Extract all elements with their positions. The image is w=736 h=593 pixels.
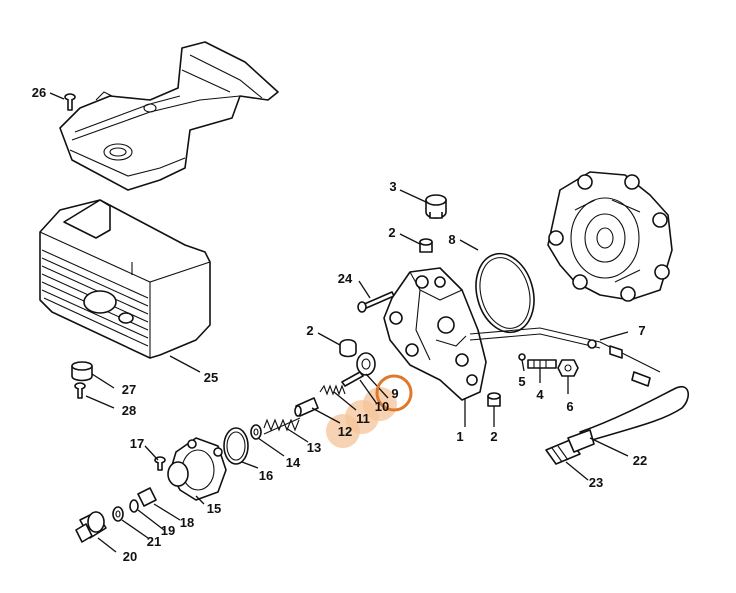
screw-28 <box>74 382 86 399</box>
callout-10[interactable]: 10 <box>375 399 389 414</box>
ball-5 <box>518 353 526 361</box>
rubber-mount-27 <box>71 361 93 382</box>
callout-5[interactable]: 5 <box>518 374 525 389</box>
washer-14 <box>250 424 262 440</box>
callout-25[interactable]: 25 <box>204 370 218 385</box>
top-cover-part <box>59 41 279 191</box>
callout-14[interactable]: 14 <box>286 455 301 470</box>
callout-20[interactable]: 20 <box>123 549 137 564</box>
spring-11 <box>319 384 346 396</box>
callout-26[interactable]: 26 <box>32 85 46 100</box>
callout-21[interactable]: 21 <box>147 534 161 549</box>
callout-4[interactable]: 4 <box>536 387 544 402</box>
valve-4 <box>527 359 557 369</box>
spring-13 <box>263 417 301 435</box>
callout-7[interactable]: 7 <box>638 323 645 338</box>
callout-19[interactable]: 19 <box>161 523 175 538</box>
sleeve-2-bottom <box>487 392 501 407</box>
valve-seat-9 <box>356 352 376 376</box>
high-pressure-hose-22 <box>579 385 689 441</box>
motor-flange-housing <box>547 171 673 302</box>
pump-housing-1 <box>383 267 487 401</box>
callout-2-bottom[interactable]: 2 <box>490 429 497 444</box>
callout-16[interactable]: 16 <box>259 468 273 483</box>
callout-1[interactable]: 1 <box>456 429 463 444</box>
callout-labels: 1 2 2 2 3 4 5 6 7 8 9 10 11 12 13 14 15 … <box>32 85 647 564</box>
screw-26 <box>64 93 76 111</box>
o-ring-16 <box>223 427 249 465</box>
callout-2-left[interactable]: 2 <box>306 323 313 338</box>
callout-28[interactable]: 28 <box>122 403 136 418</box>
inlet-fitting-20 <box>75 511 107 543</box>
piston-12 <box>294 397 319 417</box>
callout-24[interactable]: 24 <box>338 271 353 286</box>
callout-12[interactable]: 12 <box>338 424 352 439</box>
washer-21 <box>112 506 124 522</box>
callout-27[interactable]: 27 <box>122 382 136 397</box>
leader-lines <box>49 92 629 553</box>
engine-cover-part-25 <box>39 199 211 359</box>
selected-callout-ring-9[interactable] <box>375 374 413 412</box>
callout-6[interactable]: 6 <box>566 399 573 414</box>
bypass-line-7 <box>469 327 661 387</box>
washer-19 <box>129 499 139 513</box>
callout-11[interactable]: 11 <box>356 411 370 426</box>
callout-17[interactable]: 17 <box>130 436 144 451</box>
callout-2-top[interactable]: 2 <box>388 225 395 240</box>
o-ring-8 <box>475 252 535 334</box>
nipple-18 <box>137 487 157 507</box>
pressure-fitting-23 <box>545 429 595 465</box>
callout-9[interactable]: 9 <box>391 386 398 401</box>
callout-18[interactable]: 18 <box>180 515 194 530</box>
screw-17 <box>154 456 166 471</box>
callout-13[interactable]: 13 <box>307 440 321 455</box>
callout-22[interactable]: 22 <box>633 453 647 468</box>
nut-6 <box>557 359 579 377</box>
sleeve-2-top <box>419 238 433 253</box>
valve-pin-10 <box>341 371 364 387</box>
plug-3 <box>425 194 447 219</box>
callout-3[interactable]: 3 <box>389 179 396 194</box>
callout-23[interactable]: 23 <box>589 475 603 490</box>
cap-2-left <box>339 338 357 358</box>
end-cap-15 <box>167 437 227 501</box>
callout-8[interactable]: 8 <box>448 232 455 247</box>
callout-15[interactable]: 15 <box>207 501 221 516</box>
